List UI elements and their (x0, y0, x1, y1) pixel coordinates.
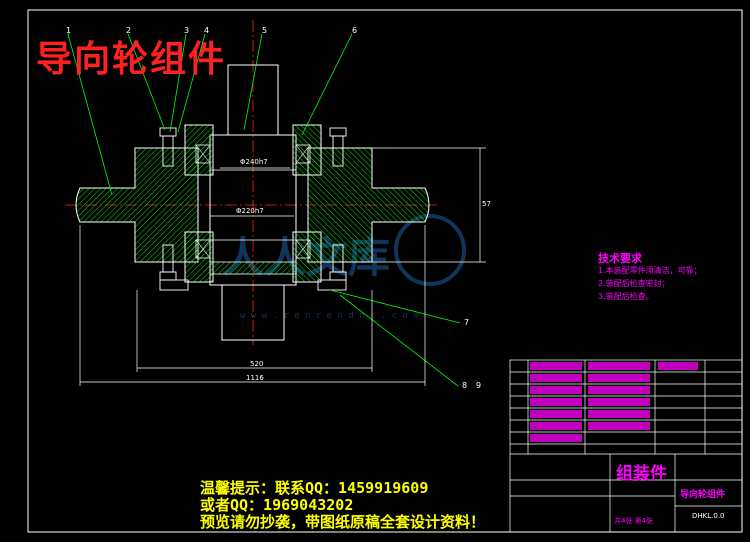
title-block-assembly-label: 组装件 (616, 464, 667, 484)
callout-7: 7 (464, 318, 470, 327)
dim-width-short: 520 (250, 360, 264, 368)
tech-requirement-item: 3.装配后检查。 (598, 292, 654, 301)
leader-lines (67, 33, 461, 387)
notice-line-3: 预览请勿抄袭，带图纸原稿全套设计资料！ (200, 513, 486, 531)
title-block-sheet-info: 共4张 第4张 (614, 517, 654, 525)
watermark-url: w w w . r e n r e n d o c . c o m (240, 311, 419, 321)
drawing-title: 导向轮组件 (36, 38, 227, 80)
callout-5: 5 (262, 26, 268, 35)
shaft (209, 64, 297, 341)
callout-1: 1 (66, 26, 72, 35)
bearing-upper (184, 124, 322, 176)
dim-fit-bottom: Φ220h7 (236, 207, 264, 215)
drawing-border (27, 9, 743, 533)
bolts (159, 127, 347, 291)
title-block-drawing-name: 导向轮组件 (680, 490, 726, 500)
dim-fit-top: Φ240h7 (240, 158, 268, 166)
title-block-drawing-no: DHKL.0.0 (692, 512, 725, 520)
tech-requirement-item: 2.装配后检查密封； (598, 279, 670, 288)
title-block-fill (530, 362, 698, 442)
notice-line-2: 或者QQ：1969043202 (200, 496, 354, 514)
notice-line-1: 温馨提示：联系QQ：1459919609 (200, 479, 429, 497)
dimension-lines (79, 147, 486, 386)
callout-9: 9 (476, 381, 482, 390)
callout-6: 6 (352, 26, 358, 35)
dim-height: 57 (482, 200, 491, 208)
title-block (509, 359, 743, 533)
callout-4: 4 (204, 26, 210, 35)
callout-2: 2 (126, 26, 132, 35)
callout-3: 3 (184, 26, 190, 35)
callout-8: 8 (462, 381, 468, 390)
dim-width-long: 1116 (246, 374, 264, 382)
tech-requirements-heading: 技术要求 (598, 252, 642, 265)
tech-requirement-item: 1.本装配零件须清洁，可靠； (598, 266, 702, 275)
bearing-lower (184, 231, 322, 283)
